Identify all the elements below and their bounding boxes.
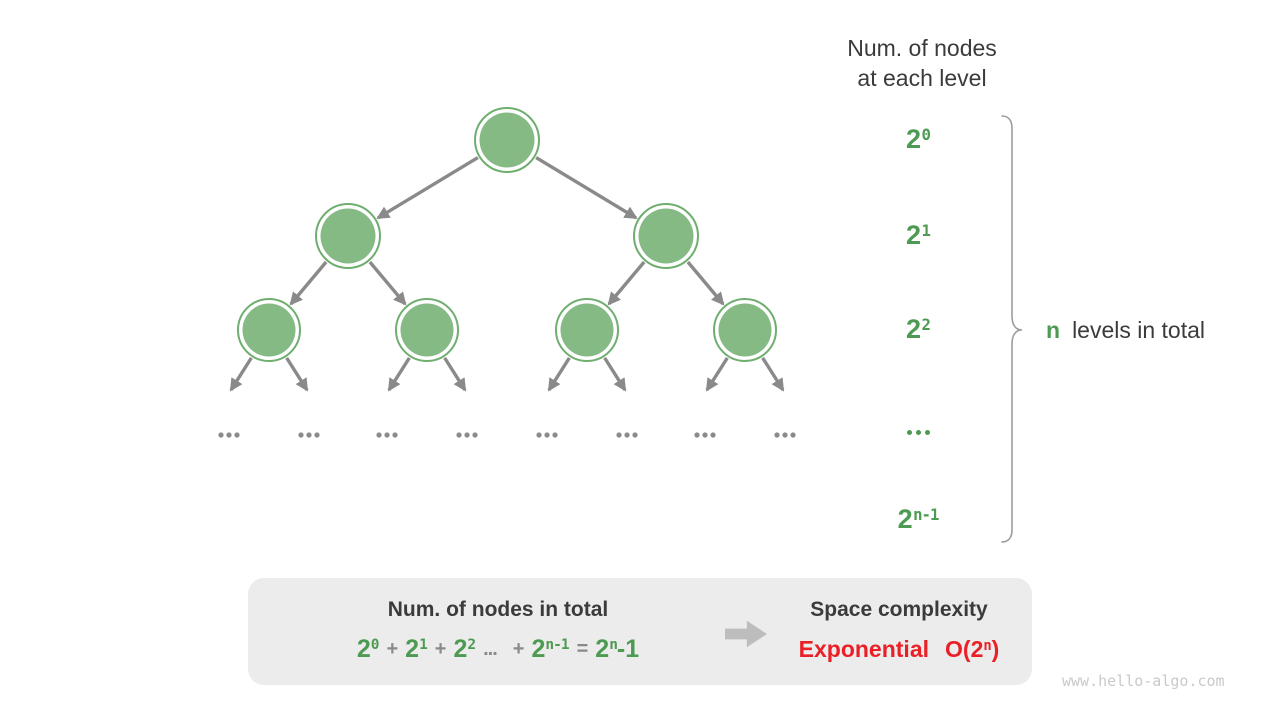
formula-operator: + bbox=[434, 638, 447, 660]
ellipsis-dot bbox=[790, 432, 796, 438]
ellipsis-dot bbox=[226, 432, 232, 438]
formula-term: 2n-1 bbox=[595, 635, 640, 663]
level-count-ellipsis bbox=[858, 424, 978, 442]
ellipsis-dot bbox=[624, 432, 630, 438]
level-count-1: 21 bbox=[906, 220, 931, 250]
ellipsis-dot bbox=[616, 432, 622, 438]
ellipsis-dot bbox=[774, 432, 780, 438]
heading-line-2: at each level bbox=[857, 65, 987, 91]
level-count-n-1: 2n-1 bbox=[897, 504, 940, 534]
ellipsis-dot bbox=[694, 432, 700, 438]
tree-edge bbox=[376, 156, 479, 220]
space-complexity-title: Space complexity bbox=[810, 598, 988, 621]
level-count-0: 20 bbox=[906, 124, 931, 154]
ellipsis-dot bbox=[472, 432, 478, 438]
big-o-exponent: n bbox=[983, 638, 992, 654]
tree-node-fill bbox=[400, 303, 454, 357]
space-complexity-value: Exponential O(2n) bbox=[759, 636, 1039, 663]
nodes-per-level-heading: Num. of nodes at each level bbox=[797, 33, 1047, 93]
tree-node-fill bbox=[718, 303, 772, 357]
tree-edge bbox=[289, 260, 328, 306]
formula-term: 20 bbox=[356, 635, 380, 663]
ellipsis-dot bbox=[464, 432, 470, 438]
complexity-word: Exponential bbox=[798, 636, 930, 662]
tree-node-fill bbox=[320, 208, 376, 264]
levels-total-label: n levels in total bbox=[1046, 317, 1205, 344]
ellipsis-dot bbox=[306, 432, 312, 438]
tree-edge bbox=[535, 156, 638, 220]
ellipsis-dot bbox=[376, 432, 382, 438]
formula-operator: + bbox=[386, 638, 398, 660]
tree-edge bbox=[603, 356, 627, 392]
tree-edge bbox=[607, 260, 646, 306]
levels-total-text: levels in total bbox=[1072, 317, 1206, 343]
ellipsis-dot bbox=[456, 432, 462, 438]
formula-term: 2n-1 bbox=[531, 635, 569, 663]
ellipsis-dot bbox=[536, 432, 542, 438]
tree-diagram bbox=[218, 107, 1023, 543]
ellipsis-dot bbox=[632, 432, 638, 438]
level-count-2: 22 bbox=[906, 314, 931, 344]
ellipsis-dot bbox=[298, 432, 304, 438]
ellipsis-dot bbox=[544, 432, 550, 438]
formula-operator: + bbox=[512, 638, 525, 660]
tree-edge bbox=[285, 356, 309, 392]
summary-box: Num. of nodes in total 20 +21 +22... +2n-1 =… bbox=[248, 578, 1032, 685]
total-nodes-title: Num. of nodes in total bbox=[387, 598, 609, 621]
tree-edge bbox=[229, 356, 253, 392]
ellipsis-dot bbox=[384, 432, 390, 438]
tree-edge bbox=[547, 356, 571, 392]
tree-edge bbox=[443, 356, 467, 392]
tree-edge bbox=[705, 356, 729, 392]
total-nodes-formula: 20 +21 +22... +2n-1 = 2n-1 bbox=[308, 635, 688, 664]
ellipsis-dot bbox=[782, 432, 788, 438]
ellipsis-dot bbox=[392, 432, 398, 438]
ellipsis-dot bbox=[702, 432, 708, 438]
ellipsis-dot bbox=[234, 432, 240, 438]
ellipsis-dot bbox=[552, 432, 558, 438]
watermark: www.hello-algo.com bbox=[1062, 672, 1225, 690]
big-o-open: O(2 bbox=[945, 636, 984, 662]
formula-term: 22 bbox=[453, 635, 476, 663]
tree-edge bbox=[387, 356, 411, 392]
tree-node-fill bbox=[242, 303, 296, 357]
tree-edge bbox=[686, 260, 725, 306]
ellipsis-dot bbox=[710, 432, 716, 438]
heading-line-1: Num. of nodes bbox=[847, 35, 997, 61]
tree-node-fill bbox=[638, 208, 694, 264]
formula-term: 21 bbox=[405, 635, 428, 663]
ellipsis-dot bbox=[314, 432, 320, 438]
formula-operator: = bbox=[576, 638, 589, 660]
tree-edge bbox=[761, 356, 785, 392]
ellipsis-dot bbox=[218, 432, 224, 438]
formula-operator: ... bbox=[483, 638, 498, 660]
tree-node-fill bbox=[560, 303, 614, 357]
n-symbol: n bbox=[1046, 317, 1061, 343]
big-o-close: ) bbox=[991, 636, 1000, 662]
right-brace bbox=[1001, 115, 1023, 543]
tree-edge bbox=[368, 260, 407, 306]
tree-node-fill bbox=[479, 112, 535, 168]
